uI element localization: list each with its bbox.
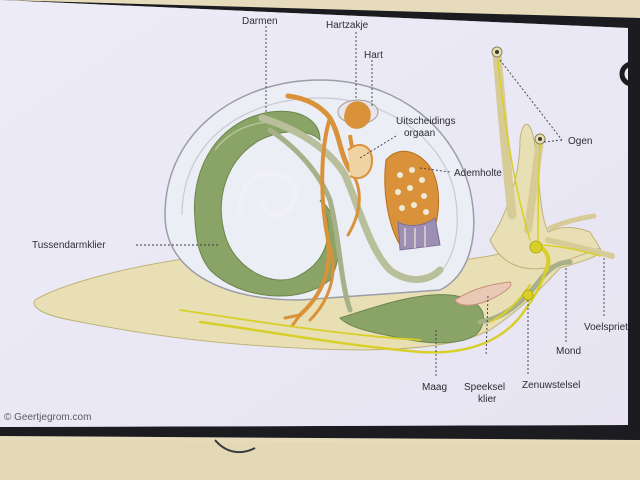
salivary-gland xyxy=(454,281,512,306)
tentacle xyxy=(545,237,615,259)
label-zenuwstelsel: Zenuwstelsel xyxy=(522,380,580,391)
label-maag: Maag xyxy=(422,382,447,393)
label-tussendarmklier: Tussendarmklier xyxy=(32,240,106,251)
stomach xyxy=(339,294,484,344)
label-uitscheidings-1: Uitscheidings xyxy=(396,116,455,127)
credit: © Geertjegrom.com xyxy=(4,412,91,423)
label-uitscheidings-2: orgaan xyxy=(404,128,435,139)
label-mond: Mond xyxy=(556,346,581,357)
floor xyxy=(0,440,640,480)
brand-logo-icon xyxy=(619,61,640,87)
label-speeksel-2: klier xyxy=(478,394,497,405)
nervous-system xyxy=(179,59,601,354)
snail-head xyxy=(489,123,601,270)
label-hartzakje: Hartzakje xyxy=(326,20,369,31)
label-speeksel-1: Speeksel xyxy=(464,382,505,393)
pedal-ganglion xyxy=(522,289,534,301)
digestive-gland xyxy=(193,110,340,297)
brain-ganglion xyxy=(529,240,543,254)
excretory-organ xyxy=(347,144,374,180)
label-voelspriet: Voelspriet xyxy=(584,322,628,333)
eye-stalk-lower xyxy=(524,136,544,234)
label-ogen: Ogen xyxy=(568,136,592,147)
cable xyxy=(214,439,256,454)
leader-lines xyxy=(136,26,605,378)
label-ademholte: Ademholte xyxy=(454,168,502,179)
label-hart: Hart xyxy=(364,50,383,61)
heart xyxy=(337,99,379,169)
label-darmen: Darmen xyxy=(242,16,278,27)
intestine xyxy=(258,114,444,283)
lung xyxy=(384,150,441,251)
